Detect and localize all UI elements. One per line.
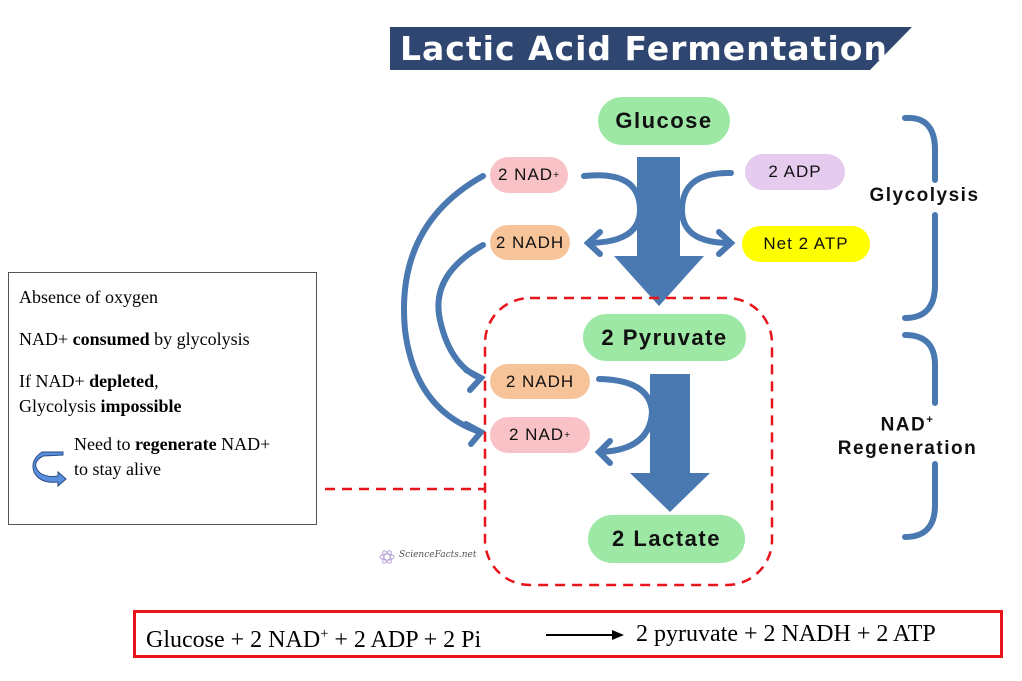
atp-node: Net 2 ATP — [742, 226, 870, 262]
regeneration-line1: NAD — [880, 414, 927, 436]
superscript: + — [564, 429, 572, 441]
glucose-node: Glucose — [598, 97, 730, 145]
regeneration-dashed-box — [483, 296, 774, 587]
page-title: Lactic Acid Fermentation — [400, 29, 888, 68]
equation-reactants: Glucose + 2 NAD+ + 2 ADP + 2 Pi — [146, 626, 482, 653]
nad-recycle-arrow — [401, 173, 486, 435]
explanation-box: Absence of oxygen NAD+ consumed by glyco… — [8, 272, 317, 525]
note-line: Absence of oxygen — [19, 287, 158, 307]
lactate-node: 2 Lactate — [588, 515, 745, 563]
reaction-arrow-icon — [546, 630, 624, 640]
nad-label: 2 NAD — [497, 165, 554, 184]
nadh-label: 2 NADH — [505, 371, 575, 391]
sciencefacts-logo-icon — [379, 550, 395, 564]
sciencefacts-logo: ScienceFacts.net — [399, 550, 477, 560]
curved-arrow-icon — [32, 451, 67, 488]
pyruvate-to-lactate-arrow — [630, 374, 710, 512]
note-line: NAD+ consumed by glycolysis — [19, 329, 250, 349]
atp-label: Net 2 ATP — [763, 234, 849, 253]
pyruvate-node: 2 Pyruvate — [583, 314, 746, 361]
adp-to-atp-arrow — [678, 169, 734, 246]
adp-label: 2 ADP — [768, 162, 822, 181]
nad-node-bottom: 2 NAD+ — [490, 417, 590, 453]
glucose-label: Glucose — [615, 108, 713, 133]
superscript: + — [553, 169, 561, 181]
adp-node: 2 ADP — [745, 154, 845, 190]
nad-label: 2 NAD — [508, 425, 565, 444]
equation-products: 2 pyruvate + 2 NADH + 2 ATP — [636, 621, 936, 647]
note-line: Need to regenerate NAD+to stay alive — [74, 434, 271, 479]
glycolysis-bracket — [902, 114, 938, 321]
note-line: If NAD+ depleted,Glycolysis impossible — [19, 371, 182, 416]
glucose-to-pyruvate-arrow — [614, 157, 704, 306]
pyruvate-label: 2 Pyruvate — [601, 324, 728, 350]
regeneration-bracket — [902, 332, 938, 540]
title-banner — [390, 27, 912, 70]
nadh-label: 2 NADH — [495, 232, 565, 252]
nadh-node-bottom: 2 NADH — [490, 364, 590, 399]
nadh-node-top: 2 NADH — [490, 225, 570, 260]
superscript: + — [926, 414, 935, 426]
nad-regeneration-label: NAD+ Regeneration — [820, 408, 995, 461]
regeneration-line2: Regeneration — [837, 438, 978, 460]
glycolysis-label: Glycolysis — [869, 185, 980, 206]
nadh-to-nad-arrow — [596, 376, 656, 455]
nadh-transfer-arrow — [435, 242, 486, 381]
nad-to-nadh-arrow — [581, 172, 644, 246]
lactate-label: 2 Lactate — [612, 526, 721, 551]
nad-node-top: 2 NAD+ — [490, 157, 568, 193]
equation-box: Glucose + 2 NAD+ + 2 ADP + 2 Pi 2 pyruva… — [133, 610, 1003, 658]
